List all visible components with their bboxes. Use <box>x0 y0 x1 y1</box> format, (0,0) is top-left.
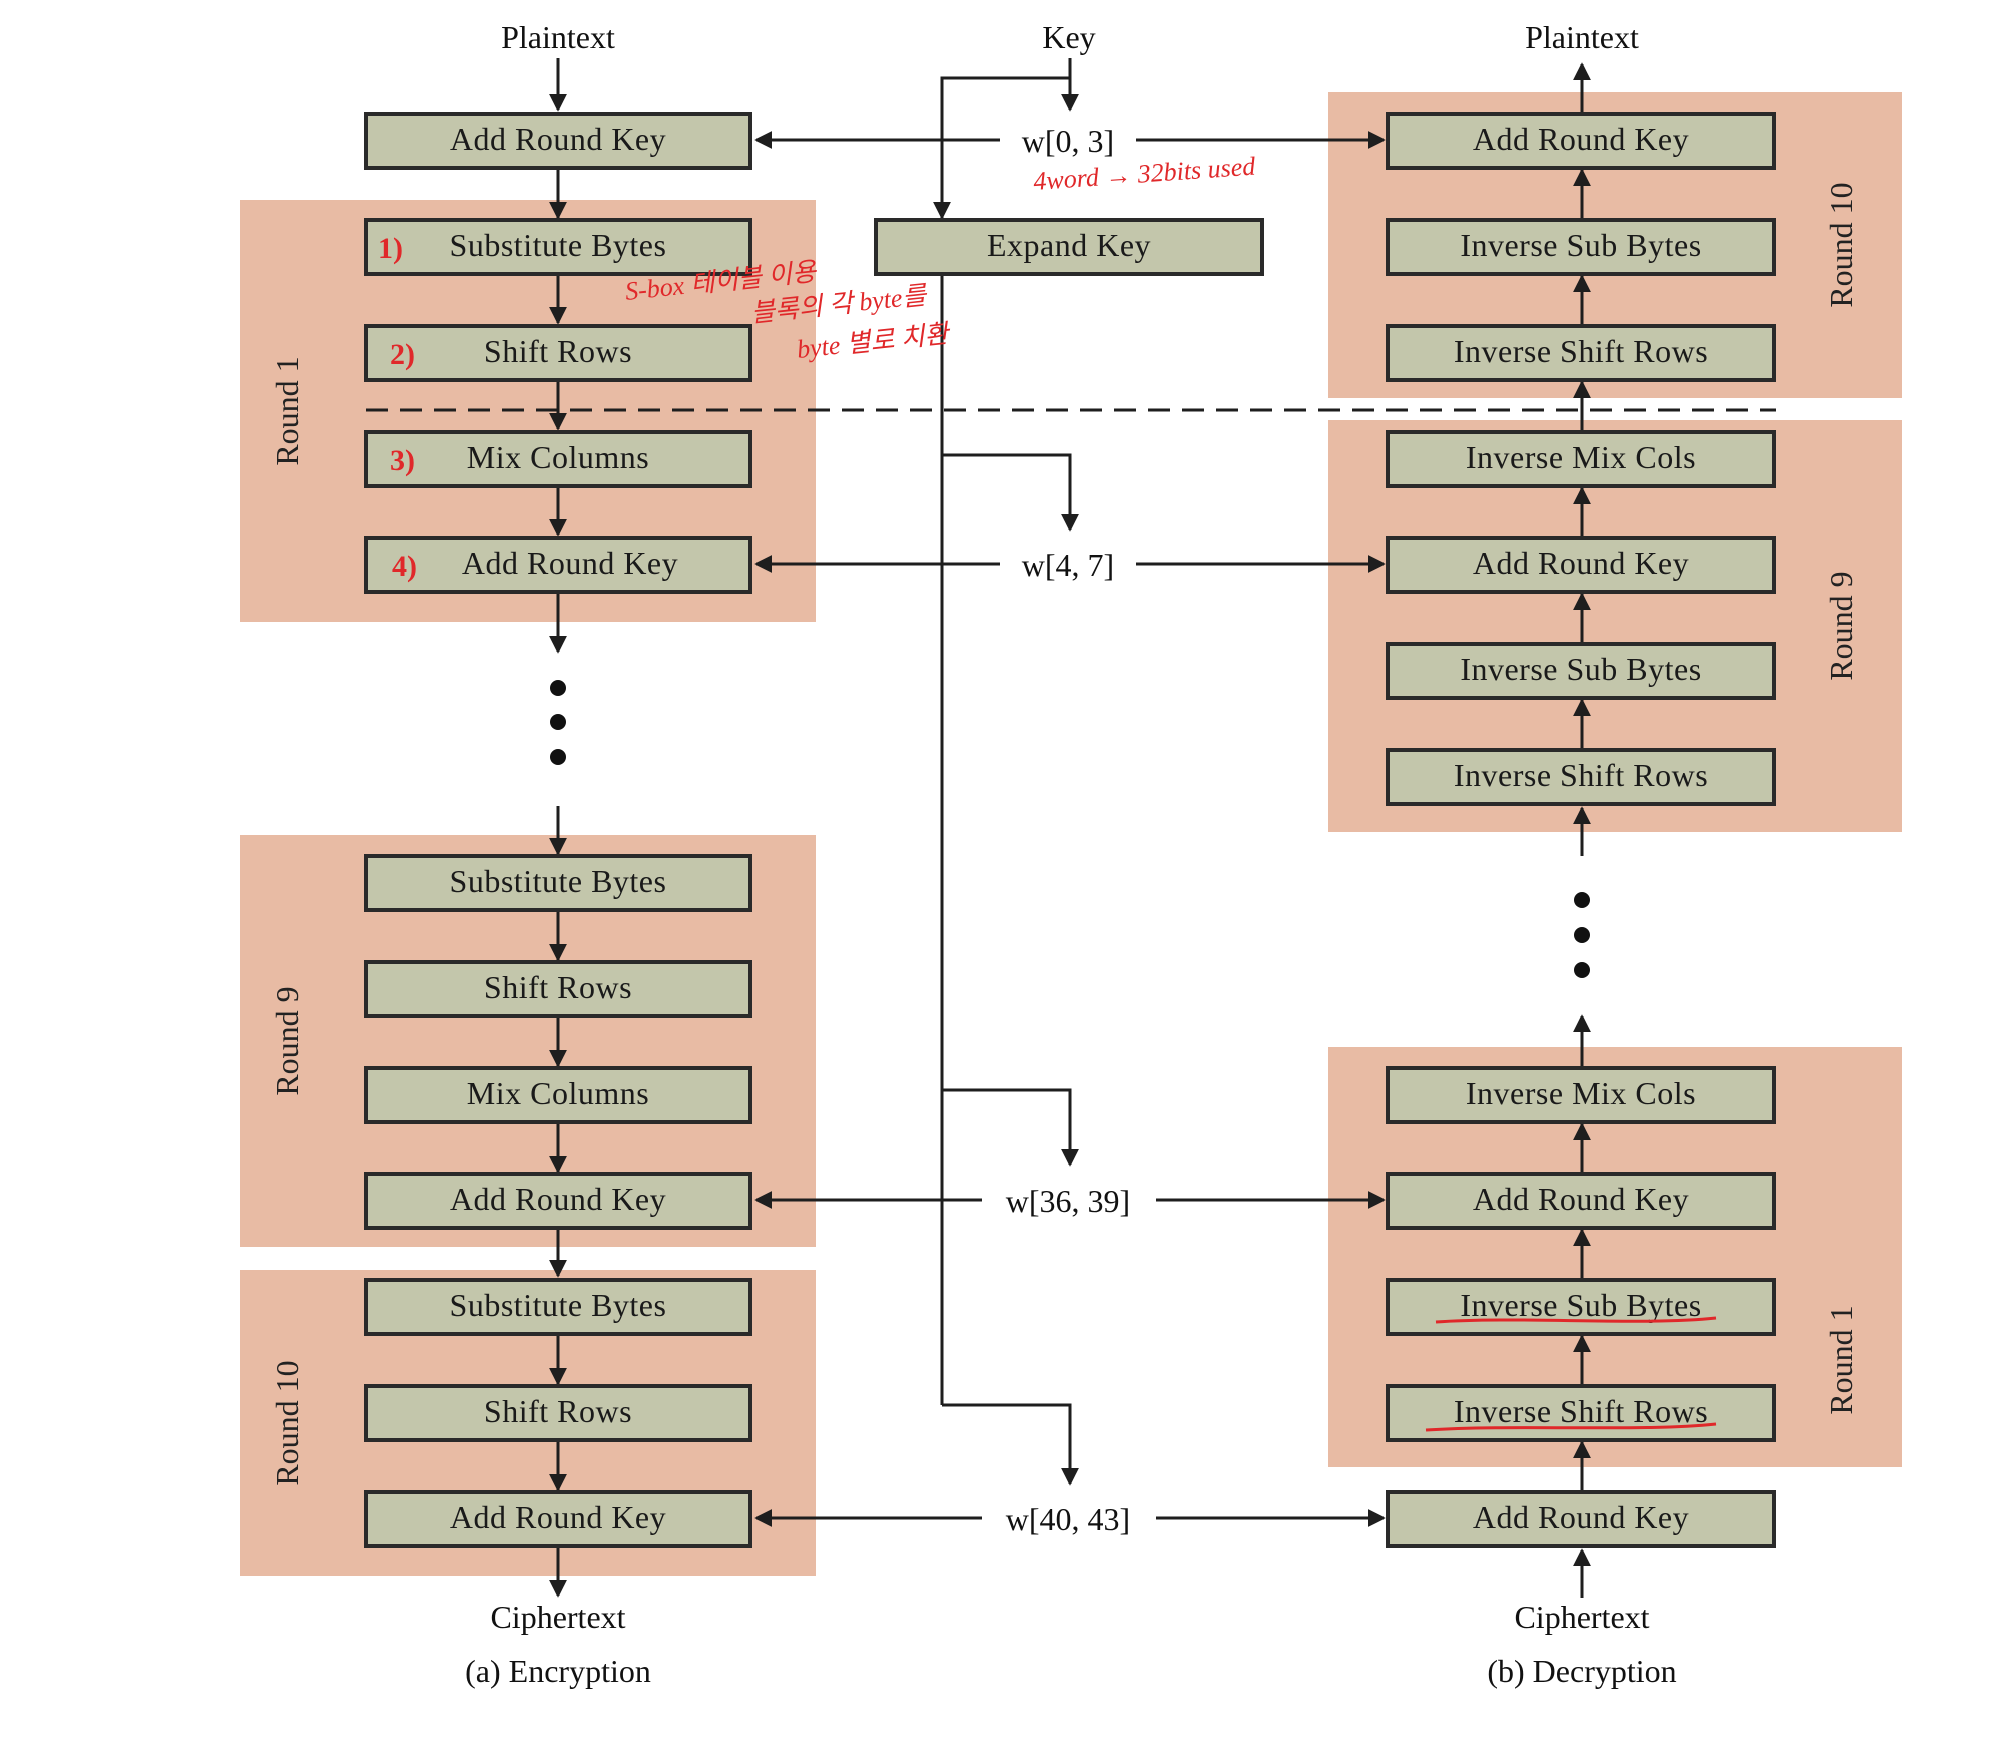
step-number: 1) <box>378 232 403 265</box>
enc-round9-label: Round 9 <box>269 986 305 1095</box>
box-label: Add Round Key <box>1473 1181 1689 1217</box>
step-number: 3) <box>390 444 415 477</box>
sbox-note: byte 별로 치환 <box>796 319 953 364</box>
key-word-label: w[36, 39] <box>1006 1183 1130 1219</box>
box-label: Add Round Key <box>1473 121 1689 157</box>
enc-round1-shift-rows: Shift Rows <box>364 324 752 382</box>
box-label: Inverse Mix Cols <box>1466 439 1696 475</box>
enc-round10-substitute-bytes: Substitute Bytes <box>364 1278 752 1336</box>
enc-plaintext-label: Plaintext <box>501 19 615 55</box>
dec-round9-inverse-sub-bytes: Inverse Sub Bytes <box>1386 642 1776 700</box>
box-label: Inverse Sub Bytes <box>1460 227 1701 263</box>
box-label: Add Round Key <box>1473 545 1689 581</box>
dec-round10-inverse-shift-rows: Inverse Shift Rows <box>1386 324 1776 382</box>
dec-ciphertext-label: Ciphertext <box>1514 1599 1649 1635</box>
encryption-column: Add Round Key Substitute Bytes Shift Row… <box>364 112 752 1548</box>
box-label: Mix Columns <box>467 439 649 475</box>
dec-round1-inverse-shift-rows: Inverse Shift Rows <box>1386 1384 1776 1442</box>
ellipsis-encryption <box>550 680 566 765</box>
underline-mark <box>1425 1422 1717 1432</box>
dec-round10-add-round-key: Add Round Key <box>1386 112 1776 170</box>
enc-round9-shift-rows: Shift Rows <box>364 960 752 1018</box>
box-label: Add Round Key <box>450 1181 666 1217</box>
box-label: Inverse Sub Bytes <box>1460 651 1701 687</box>
decryption-caption: (b) Decryption <box>1487 1653 1676 1689</box>
enc-round9-substitute-bytes: Substitute Bytes <box>364 854 752 912</box>
enc-round1-mix-columns: Mix Columns <box>364 430 752 488</box>
enc-initial-add-round-key: Add Round Key <box>364 112 752 170</box>
dec-round10-inverse-sub-bytes: Inverse Sub Bytes <box>1386 218 1776 276</box>
dec-round1-inverse-mix-cols: Inverse Mix Cols <box>1386 1066 1776 1124</box>
step-number: 4) <box>392 550 417 583</box>
round-panels <box>240 92 1902 1576</box>
dec-round10-label: Round 10 <box>1823 182 1859 307</box>
key-word-label: w[40, 43] <box>1006 1501 1130 1537</box>
box-label: Mix Columns <box>467 1075 649 1111</box>
box-label: Substitute Bytes <box>450 1287 667 1323</box>
box-label: Add Round Key <box>450 121 666 157</box>
box-label: Shift Rows <box>484 333 632 369</box>
box-label: Substitute Bytes <box>450 227 667 263</box>
box-label: Shift Rows <box>484 1393 632 1429</box>
dec-round9-label: Round 9 <box>1823 571 1859 680</box>
dec-round1-label: Round 1 <box>1823 1305 1859 1414</box>
box-label: Add Round Key <box>1473 1499 1689 1535</box>
box-label: Expand Key <box>987 227 1151 263</box>
box-label: Inverse Shift Rows <box>1454 757 1708 793</box>
enc-round10-shift-rows: Shift Rows <box>364 1384 752 1442</box>
key-word-label: w[4, 7] <box>1022 547 1114 583</box>
enc-round1-add-round-key: Add Round Key <box>364 536 752 594</box>
step-number: 2) <box>390 338 415 371</box>
dec-round9-inverse-shift-rows: Inverse Shift Rows <box>1386 748 1776 806</box>
enc-round1-substitute-bytes: Substitute Bytes <box>364 218 752 276</box>
enc-round10-label: Round 10 <box>269 1360 305 1485</box>
box-label: Add Round Key <box>450 1499 666 1535</box>
dec-final-add-round-key: Add Round Key <box>1386 1490 1776 1548</box>
key-word-label: w[0, 3] <box>1022 123 1114 159</box>
box-label: Substitute Bytes <box>450 863 667 899</box>
dec-plaintext-label: Plaintext <box>1525 19 1639 55</box>
ellipsis-decryption <box>1574 892 1590 978</box>
box-label: Shift Rows <box>484 969 632 1005</box>
enc-round9-mix-columns: Mix Columns <box>364 1066 752 1124</box>
box-label: Add Round Key <box>462 545 678 581</box>
enc-round9-add-round-key: Add Round Key <box>364 1172 752 1230</box>
dec-round1-inverse-sub-bytes: Inverse Sub Bytes <box>1386 1278 1776 1336</box>
box-label: Inverse Shift Rows <box>1454 333 1708 369</box>
box-label: Inverse Sub Bytes <box>1460 1287 1701 1323</box>
dec-round9-inverse-mix-cols: Inverse Mix Cols <box>1386 430 1776 488</box>
dec-round1-add-round-key: Add Round Key <box>1386 1172 1776 1230</box>
connectors <box>549 58 1591 1598</box>
decryption-column: Add Round Key Inverse Sub Bytes Inverse … <box>1386 112 1776 1548</box>
encryption-caption: (a) Encryption <box>465 1653 651 1689</box>
dec-round9-add-round-key: Add Round Key <box>1386 536 1776 594</box>
enc-ciphertext-label: Ciphertext <box>490 1599 625 1635</box>
underline-mark <box>1435 1316 1717 1324</box>
box-label: Inverse Mix Cols <box>1466 1075 1696 1111</box>
key-label: Key <box>1042 19 1095 55</box>
expand-key-box: Expand Key <box>874 218 1264 276</box>
enc-round1-label: Round 1 <box>269 356 305 465</box>
box-label: Inverse Shift Rows <box>1454 1393 1708 1429</box>
enc-round10-add-round-key: Add Round Key <box>364 1490 752 1548</box>
